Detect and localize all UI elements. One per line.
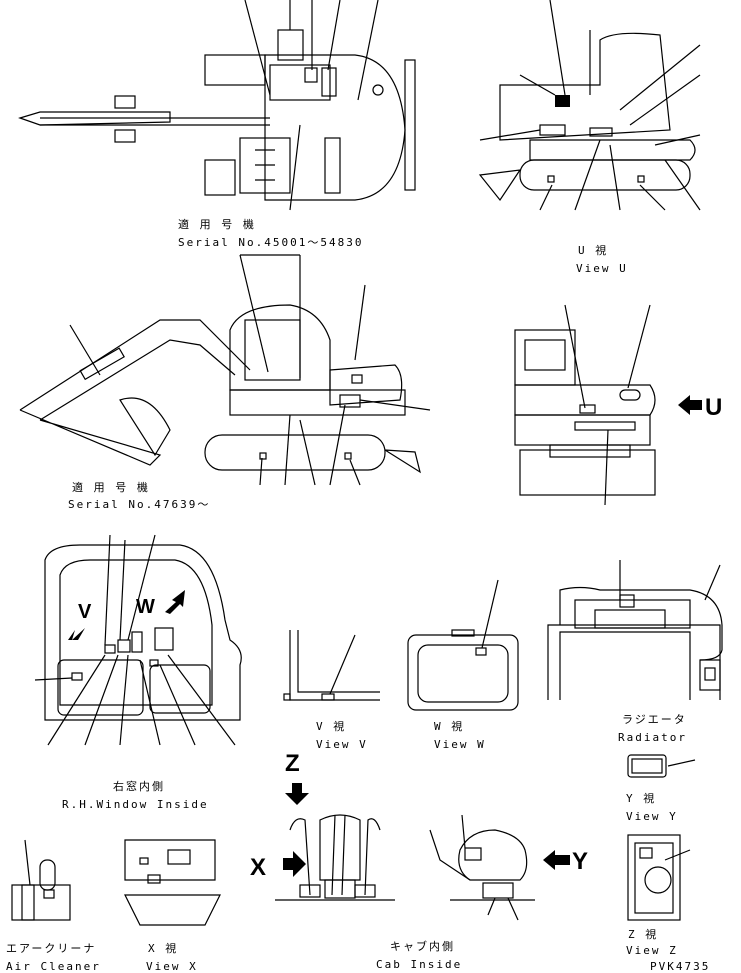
view-x-drawing [124, 839, 221, 926]
air-cleaner-drawing [11, 839, 71, 921]
window-drawing [34, 534, 242, 746]
view-v-jp: V 視 [316, 720, 347, 733]
view-y-en: View Y [626, 810, 678, 823]
view-w-jp: W 視 [434, 720, 465, 733]
view-u-jp: U 視 [578, 244, 609, 257]
arrow-x-label: X [250, 854, 267, 881]
rear-view-excavator [514, 304, 656, 506]
serial-top-en: Serial No.45001～54830 [178, 236, 364, 249]
serial-top-jp: 適 用 号 機 [178, 218, 256, 231]
arrow-y-icon [543, 850, 570, 870]
arrow-y-label: Y [572, 848, 589, 875]
cab-inside-jp: キャブ内側 [390, 940, 455, 953]
radiator-jp: ラジエータ [622, 713, 687, 726]
view-u-drawing [478, 0, 701, 211]
cab-inside-side [429, 814, 535, 921]
window-letter-v: V [78, 601, 92, 623]
view-z-en: View Z [626, 944, 678, 957]
arrow-z-label: Z [285, 750, 300, 777]
radiator-en: Radiator [618, 731, 687, 744]
view-z-drawing [627, 834, 691, 921]
serial-mid-jp: 適 用 号 機 [72, 481, 150, 494]
serial-mid-en: Serial No.47639～ [68, 498, 211, 511]
top-view-excavator [18, 0, 416, 211]
side-view-excavator [19, 254, 431, 486]
drawing-code: PVK4735 [650, 960, 711, 973]
view-v-en: View V [316, 738, 368, 751]
view-x-en: View X [146, 960, 198, 973]
air-cleaner-jp: エアークリーナ [6, 942, 97, 955]
cab-inside-front [275, 814, 395, 901]
cab-inside-en: Cab Inside [376, 958, 463, 971]
arrow-u-icon [678, 395, 702, 415]
window-letter-w: W [136, 596, 155, 618]
view-w-en: View W [434, 738, 486, 751]
view-u-en: View U [576, 262, 628, 275]
air-cleaner-en: Air Cleaner [6, 960, 101, 973]
rh-window-en: R.H.Window Inside [62, 798, 209, 811]
view-y-jp: Y 視 [626, 792, 657, 805]
view-v-drawing [283, 630, 380, 701]
arrow-u-label: U [705, 394, 723, 421]
view-w-drawing [407, 579, 519, 711]
view-x-jp: X 視 [148, 942, 179, 955]
view-z-jp: Z 視 [628, 928, 659, 941]
view-y-drawing [627, 754, 696, 778]
arrow-z-icon [285, 783, 309, 805]
rh-window-jp: 右窓内側 [113, 780, 165, 793]
radiator-drawing [547, 560, 723, 700]
arrow-x-icon [283, 851, 306, 877]
